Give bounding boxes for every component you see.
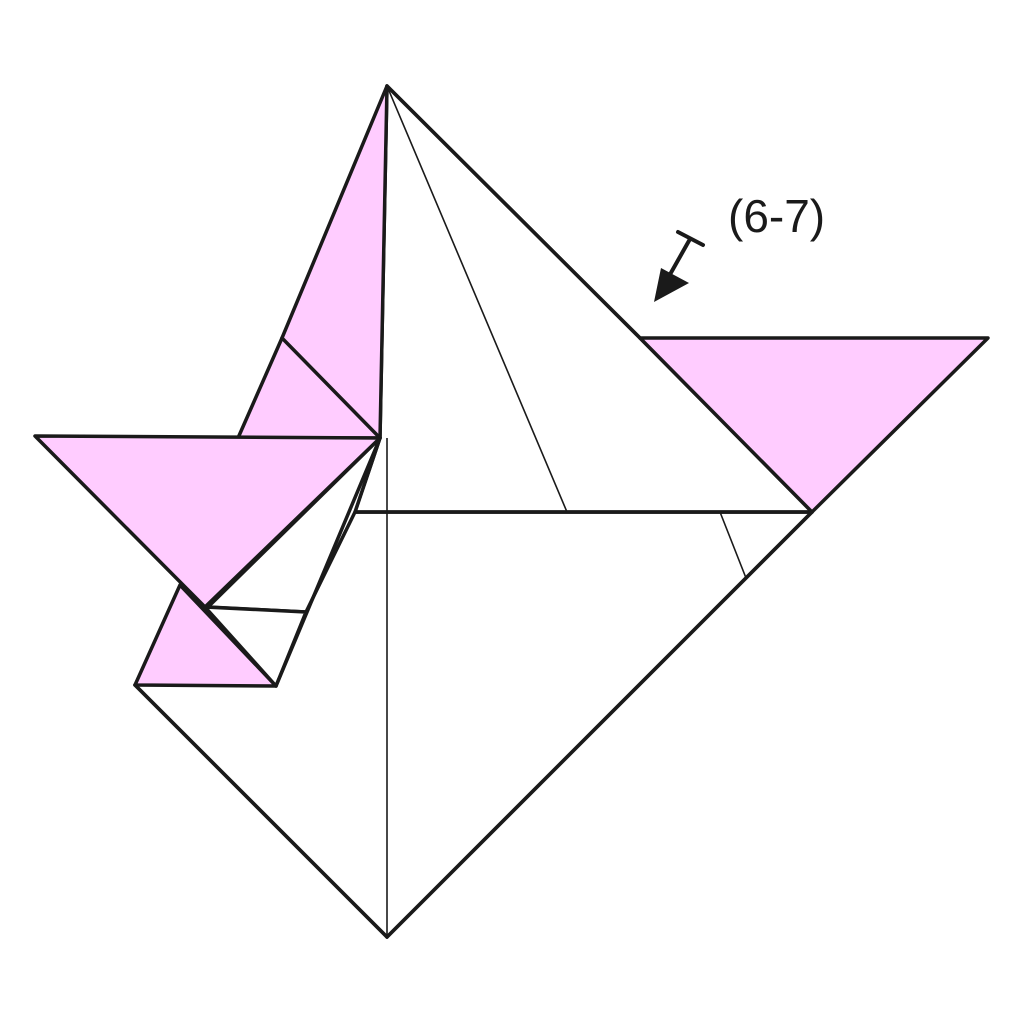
lower-left-pink-triangle xyxy=(133,583,278,688)
upper-white-panel xyxy=(353,84,814,514)
step-reference-label: (6-7) xyxy=(728,190,825,242)
left-pink-triangle xyxy=(33,434,382,609)
crease-lines xyxy=(386,85,747,937)
right-pink-triangle xyxy=(638,336,990,514)
outline-edges xyxy=(133,84,814,939)
left-tall-pink-flap xyxy=(236,84,389,440)
push-arrow-icon xyxy=(654,230,705,302)
